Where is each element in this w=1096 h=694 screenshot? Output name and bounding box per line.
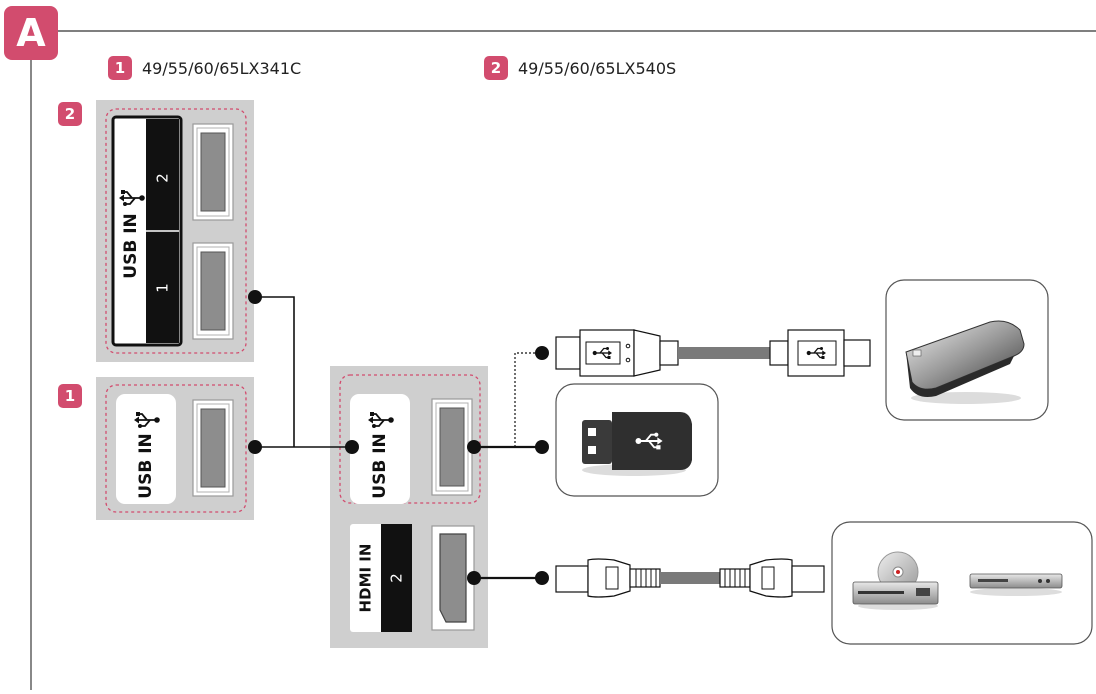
panel-badge-bottom-number: 1 bbox=[65, 387, 75, 405]
model-badge-2-number: 2 bbox=[491, 59, 501, 77]
usb-in-label: USB IN bbox=[136, 433, 156, 498]
usb-port bbox=[431, 398, 473, 496]
usb-in-label: USB IN bbox=[121, 213, 141, 278]
model-badge-2 bbox=[484, 56, 508, 80]
section-letter: A bbox=[16, 11, 46, 55]
dvd-player-icon bbox=[852, 551, 939, 610]
model-badge-1-number: 1 bbox=[115, 59, 125, 77]
usb-label-block bbox=[116, 394, 176, 504]
panel-highlight bbox=[339, 374, 481, 504]
panel-highlight bbox=[105, 108, 247, 354]
panel-badge-top bbox=[58, 102, 82, 126]
wire-top-panel bbox=[255, 296, 295, 447]
hdmi-cable bbox=[555, 558, 825, 598]
model-label-2: 49/55/60/65LX540S bbox=[518, 59, 676, 78]
panel-badge-top-number: 2 bbox=[65, 105, 75, 123]
hdmi-in-label: HDMI IN bbox=[357, 544, 375, 613]
center-panel: USB IN HDMI IN 2 bbox=[330, 366, 488, 648]
wire-dots bbox=[248, 290, 549, 585]
usb-flash-drive-card bbox=[555, 383, 719, 497]
usb-panel-model-1: 1 USB IN bbox=[58, 377, 254, 520]
hdmi-number-strip bbox=[381, 524, 412, 632]
usb-port-2 bbox=[192, 123, 234, 221]
usb-port bbox=[192, 399, 234, 497]
wire-usb-dashed bbox=[514, 352, 542, 447]
model-legend: 1 49/55/60/65LX341C 2 49/55/60/65LX540S bbox=[108, 56, 676, 80]
external-hdd-card bbox=[885, 279, 1049, 421]
av-devices-card bbox=[831, 521, 1093, 645]
panel-highlight bbox=[105, 384, 247, 513]
usb-panel-model-2: 2 2 1 USB IN bbox=[58, 100, 254, 362]
external-hdd-icon bbox=[905, 320, 1025, 397]
section-letter-badge bbox=[4, 6, 58, 60]
usb-port-1 bbox=[192, 242, 234, 340]
usb-port-number-1: 1 bbox=[154, 283, 172, 293]
wiring bbox=[255, 296, 542, 580]
usb-flash-drive-icon bbox=[582, 412, 692, 470]
panel-badge-bottom bbox=[58, 384, 82, 408]
hdmi-port-number: 2 bbox=[388, 573, 406, 583]
usb-cable bbox=[555, 329, 871, 377]
set-top-box-icon bbox=[969, 573, 1063, 596]
model-badge-1 bbox=[108, 56, 132, 80]
usb-label-block bbox=[350, 394, 410, 504]
usb-port-number-2: 2 bbox=[154, 173, 172, 183]
hdmi-port bbox=[431, 525, 475, 631]
model-label-1: 49/55/60/65LX341C bbox=[142, 59, 301, 78]
section-header: A bbox=[4, 6, 1096, 690]
usb-in-label: USB IN bbox=[370, 433, 390, 498]
